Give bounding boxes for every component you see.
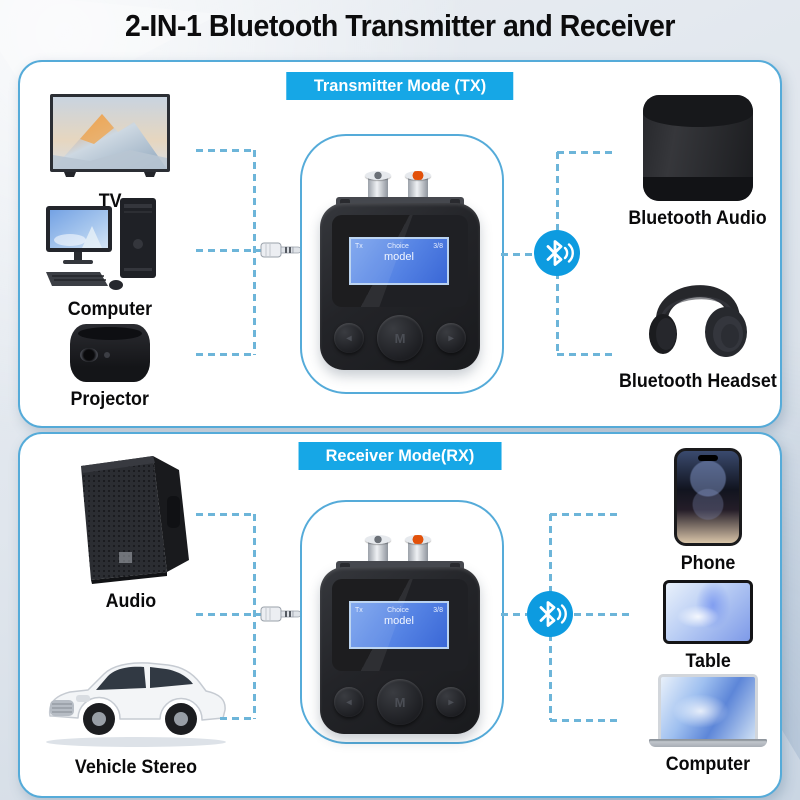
desktop-computer-image [46,198,156,290]
connector-line [501,613,527,616]
sink-tablet: Table [644,580,772,673]
connector-line [501,253,535,256]
lcd-model: model [384,251,414,263]
device-lcd: Tx Choice 3/8 model [349,237,449,285]
projector-image [70,324,150,382]
suv-car-image [46,662,226,747]
source-computer-label: Computer [67,299,153,320]
sink-tablet-label: Table [685,651,731,672]
rx-mode-badge-label: Receiver Mode(RX) [325,446,475,465]
connector-line [550,513,620,516]
device-prev-button: ◂ [334,687,364,717]
lcd-model: model [384,615,414,627]
connector-line [557,151,615,154]
sink-bluetooth-headset-label: Bluetooth Headset [619,371,777,392]
source-tv: TV [48,94,172,213]
sink-phone: Phone [648,448,768,575]
source-projector-label: Projector [70,389,150,410]
tv-image [50,94,170,177]
device-next-button: ▸ [436,323,466,353]
lcd-menu: Choice [387,243,409,250]
device-lcd: Tx Choice 3/8 model [349,601,449,649]
source-audio: Audio [56,454,206,613]
sink-bluetooth-audio-label: Bluetooth Audio [628,208,768,229]
rca-connector-left [365,171,391,201]
device-top-edge [336,561,464,571]
bluetooth-adapter-device: Tx Choice 3/8 model ◂ M ▸ [320,171,480,370]
sink-computer-label: Computer [665,754,751,775]
rca-connector-left [365,535,391,565]
page-title: 2-IN-1 Bluetooth Transmitter and Receive… [124,8,676,43]
source-vehicle-stereo: Vehicle Stereo [30,650,242,779]
aux-jack-icon [260,606,302,622]
tablet-image [663,580,753,644]
source-computer: Computer [40,196,180,321]
tx-mode-badge-label: Transmitter Mode (TX) [313,76,487,95]
source-vehicle-stereo-label: Vehicle Stereo [74,757,198,778]
connector-line [574,613,630,616]
sink-bluetooth-audio: Bluetooth Audio [628,95,768,230]
device-display: Tx Choice 3/8 model [332,215,468,307]
connector-line [196,353,254,356]
connector-line [253,514,256,719]
bluetooth-icon [527,591,573,637]
device-body: Tx Choice 3/8 model ◂ M ▸ [320,203,480,370]
lcd-mode: Tx [355,607,363,614]
bluetooth-headset-image [649,285,747,357]
connector-line [557,353,615,356]
tx-mode-badge: Transmitter Mode (TX) [286,72,514,100]
bluetooth-adapter-device: Tx Choice 3/8 model ◂ M ▸ [320,535,480,734]
rx-mode-badge: Receiver Mode(RX) [298,442,502,470]
connector-line [550,719,620,722]
bluetooth-icon [534,230,580,276]
connector-line [196,513,254,516]
sink-bluetooth-headset: Bluetooth Headset [619,266,777,393]
transmitter-mode-panel: Transmitter Mode (TX) TV [18,60,782,428]
source-projector: Projector [68,324,152,411]
phone-image [674,448,742,546]
connector-line [196,149,254,152]
rca-connector-right [405,535,431,565]
bluetooth-speaker-image [643,95,753,201]
lcd-counter: 3/8 [433,243,443,250]
device-prev-button: ◂ [334,323,364,353]
device-multifunction-button: M [377,679,423,725]
device-next-button: ▸ [436,687,466,717]
sink-computer: Computer [638,674,778,776]
device-top-edge [336,197,464,207]
connector-line [196,613,266,616]
device-body: Tx Choice 3/8 model ◂ M ▸ [320,567,480,734]
sink-phone-label: Phone [680,553,736,574]
device-display: Tx Choice 3/8 model [332,579,468,671]
device-multifunction-button: M [377,315,423,361]
receiver-mode-panel: Receiver Mode(RX) Audio [18,432,782,798]
device-frame [300,134,504,394]
connector-line [253,150,256,355]
laptop-image [649,674,767,747]
lcd-menu: Choice [387,607,409,614]
connector-line [220,717,254,720]
device-frame [300,500,504,744]
source-audio-label: Audio [105,591,157,612]
rca-connector-right [405,171,431,201]
pa-speaker-image [81,456,189,584]
lcd-mode: Tx [355,243,363,250]
connector-line [196,249,266,252]
lcd-counter: 3/8 [433,607,443,614]
aux-jack-icon [260,242,302,258]
